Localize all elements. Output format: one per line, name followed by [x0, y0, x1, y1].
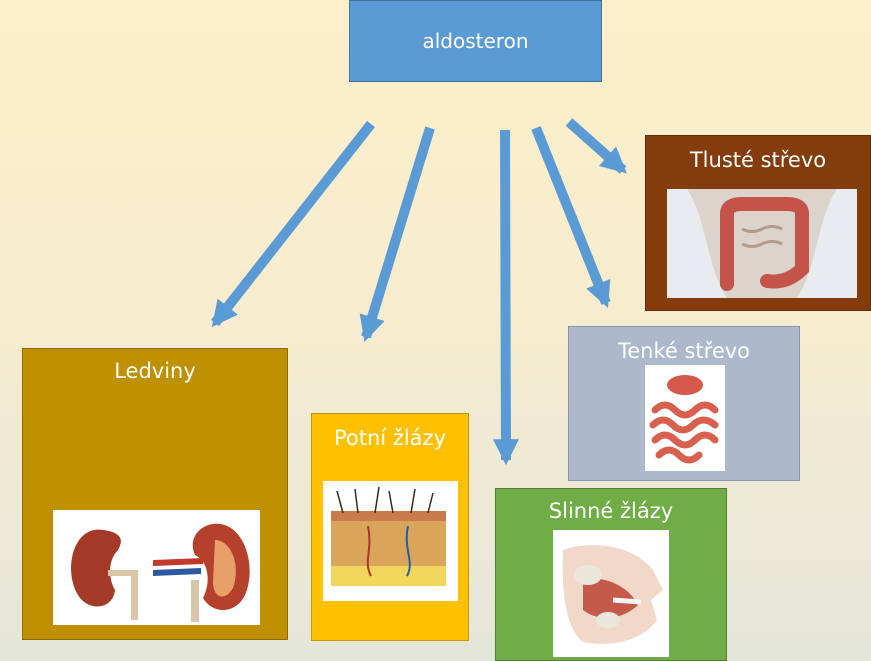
aldosteron-label: aldosteron: [350, 29, 601, 53]
aldosteron-box: aldosteron: [349, 0, 602, 82]
tenke-strevo-label: Tenké střevo: [569, 339, 799, 363]
potni-zlazy-box: Potní žlázy: [311, 413, 469, 641]
arrow-to-slinne-zlazy: [505, 130, 506, 460]
salivary-gland-illustration: [553, 530, 669, 657]
tenke-strevo-box: Tenké střevo: [568, 326, 800, 481]
skin-section-illustration: [323, 481, 458, 601]
arrow-to-tluste-strevo: [569, 122, 623, 170]
ledviny-box: Ledviny: [22, 348, 288, 640]
arrow-to-ledviny: [215, 124, 371, 323]
kidney-illustration: [53, 510, 260, 625]
small-intestine-illustration: [645, 365, 725, 471]
large-intestine-illustration: [667, 189, 857, 298]
tluste-strevo-label: Tlusté střevo: [646, 148, 870, 172]
arrow-to-potni-zlazy: [366, 128, 430, 337]
ledviny-label: Ledviny: [23, 359, 287, 383]
arrow-to-tenke-strevo: [536, 128, 606, 303]
potni-zlazy-label: Potní žlázy: [312, 426, 468, 450]
slinne-zlazy-label: Slinné žlázy: [496, 499, 726, 523]
tluste-strevo-box: Tlusté střevo: [645, 135, 871, 311]
slinne-zlazy-box: Slinné žlázy: [495, 488, 727, 661]
